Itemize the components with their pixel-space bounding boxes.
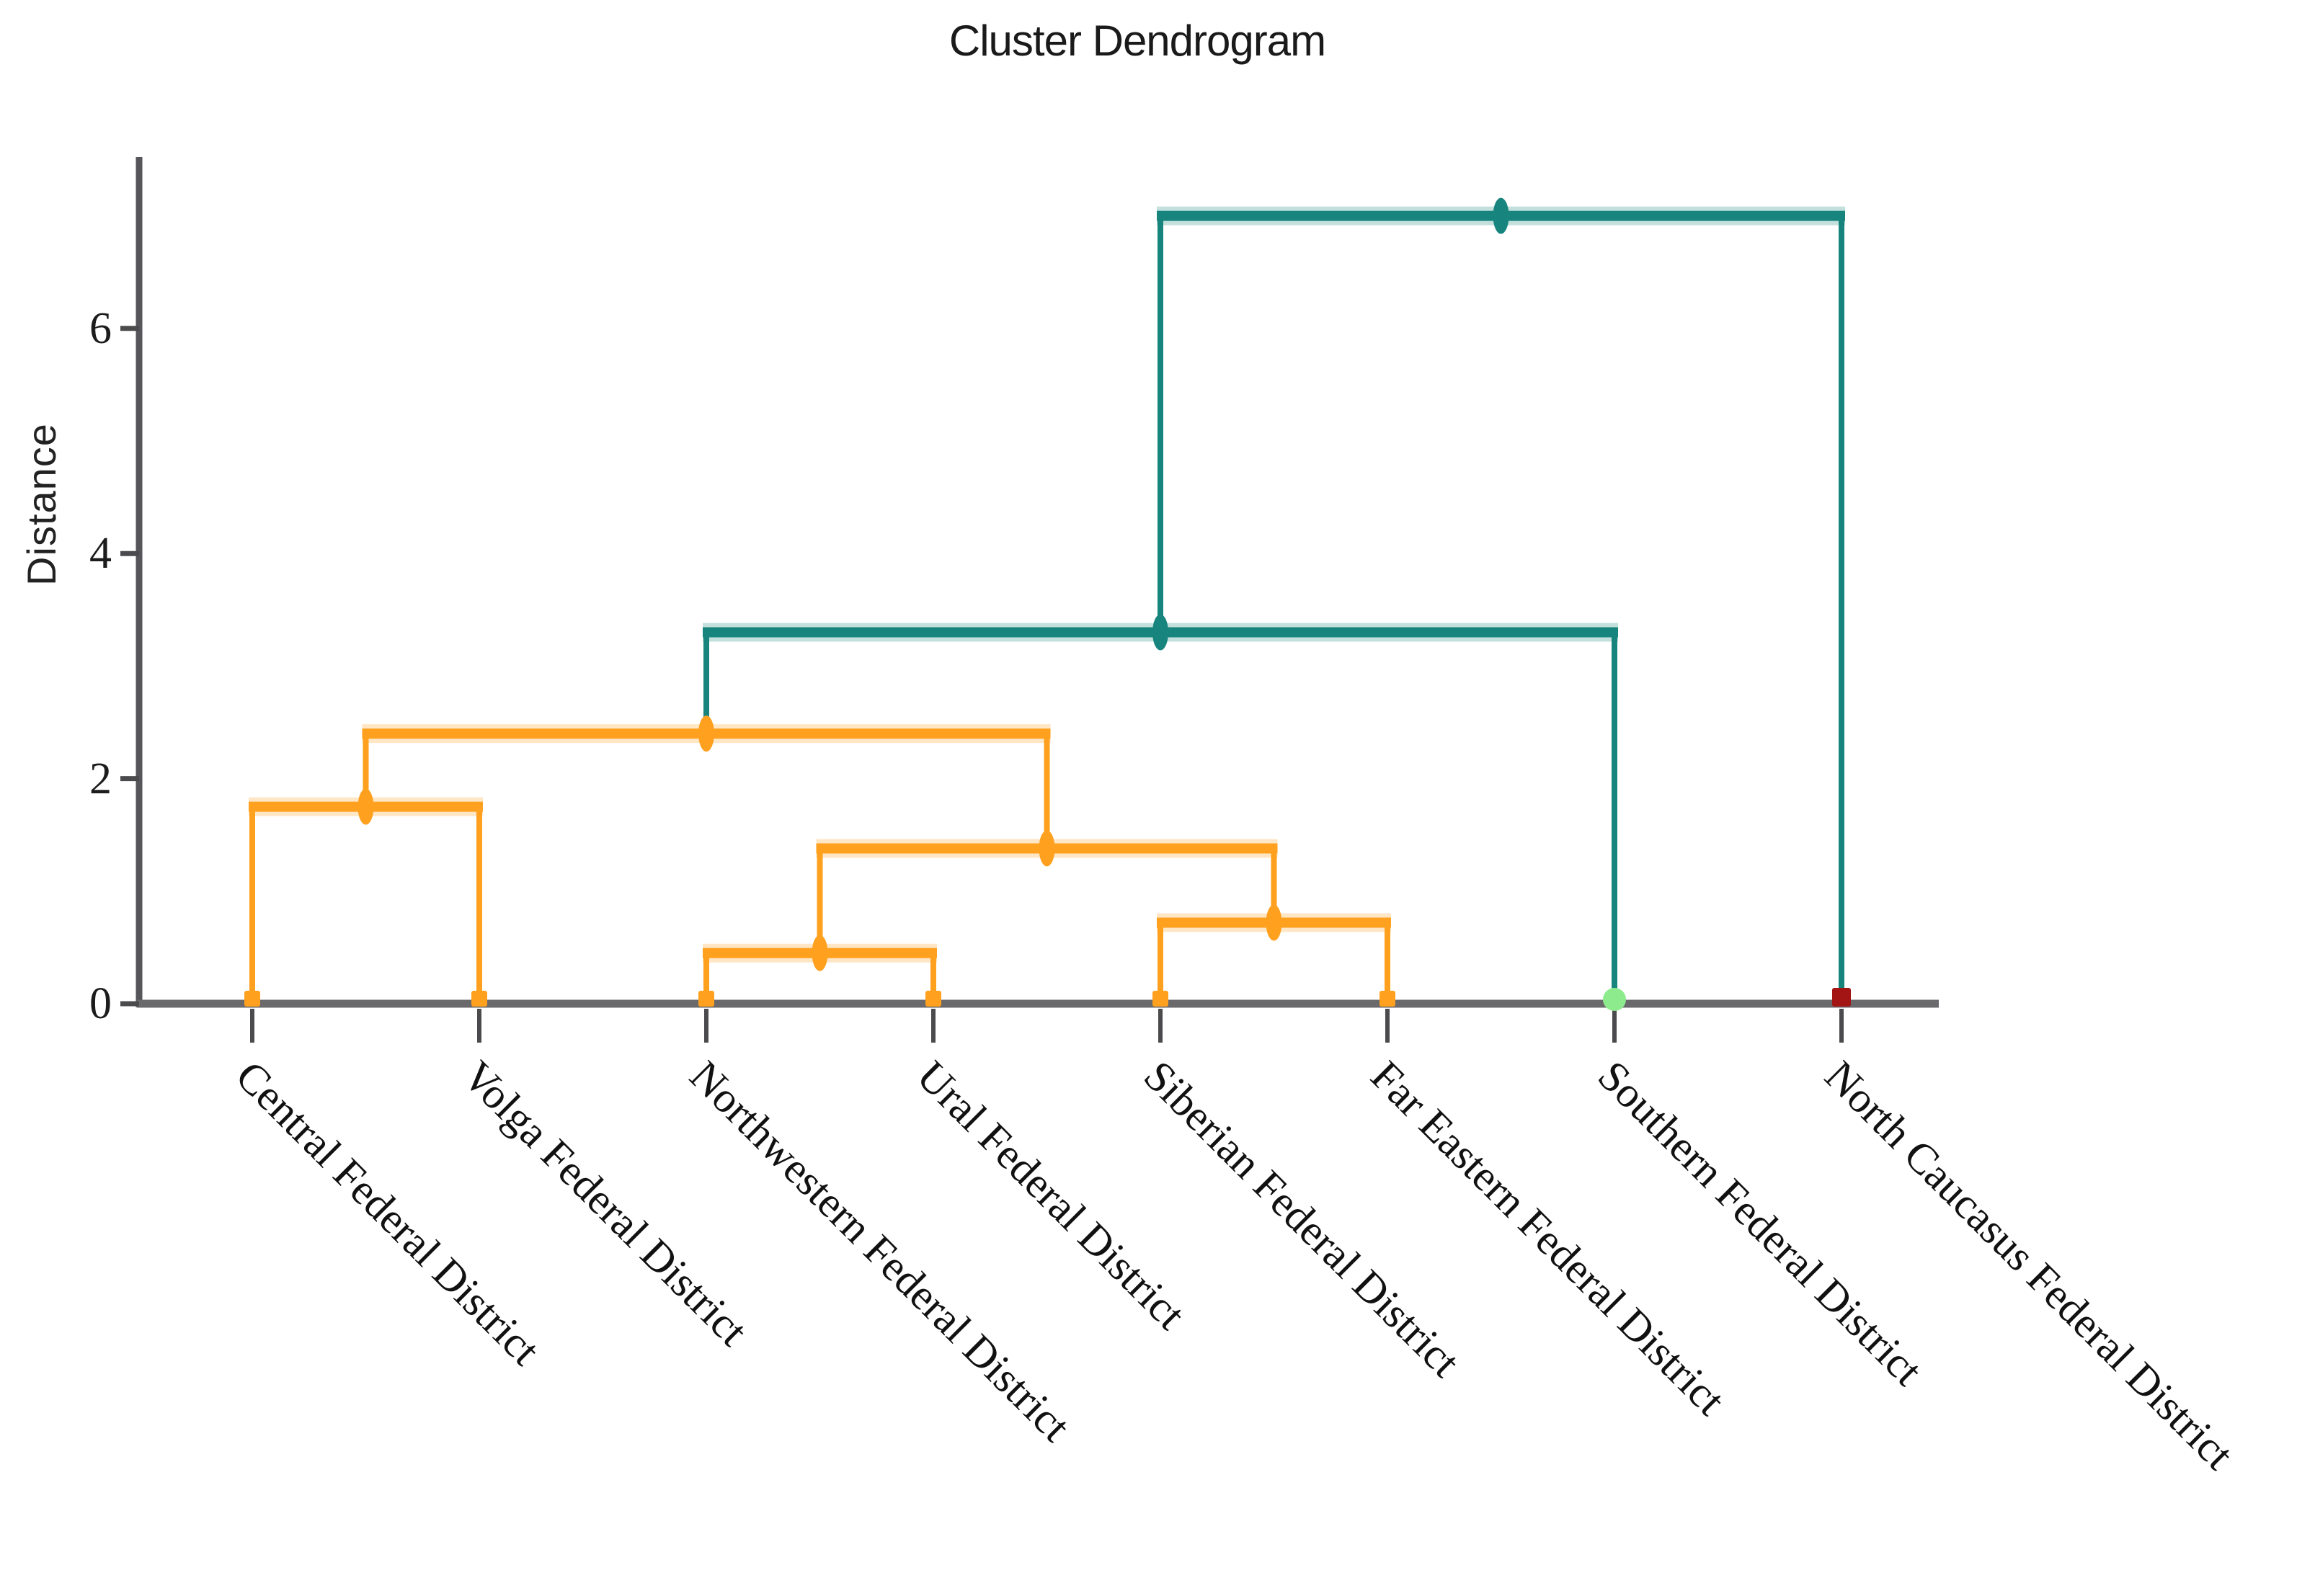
- y-tick-label: 2: [89, 754, 112, 803]
- leaf-dot: [1603, 988, 1626, 1011]
- merge-point-dot: [812, 935, 828, 971]
- merge-point-dot: [1493, 197, 1509, 234]
- merge-point-dot: [1039, 830, 1055, 867]
- chart-title: Cluster Dendrogram: [948, 17, 1326, 65]
- y-tick-label: 6: [89, 303, 112, 353]
- merge-point-dot: [357, 788, 374, 825]
- leaf-dot: [698, 991, 714, 1007]
- y-tick-label: 4: [89, 529, 112, 579]
- leaf-dot: [925, 991, 941, 1007]
- leaf-dot: [244, 991, 260, 1007]
- y-tick-label: 0: [89, 979, 112, 1028]
- leaf-dot: [471, 991, 487, 1007]
- leaf-dot: [1832, 988, 1851, 1007]
- merge-point-dot: [698, 715, 714, 752]
- leaf-dot: [1379, 991, 1395, 1007]
- merge-point-dot: [1152, 614, 1168, 651]
- leaf-dot: [1152, 991, 1168, 1007]
- merge-point-dot: [1266, 904, 1282, 941]
